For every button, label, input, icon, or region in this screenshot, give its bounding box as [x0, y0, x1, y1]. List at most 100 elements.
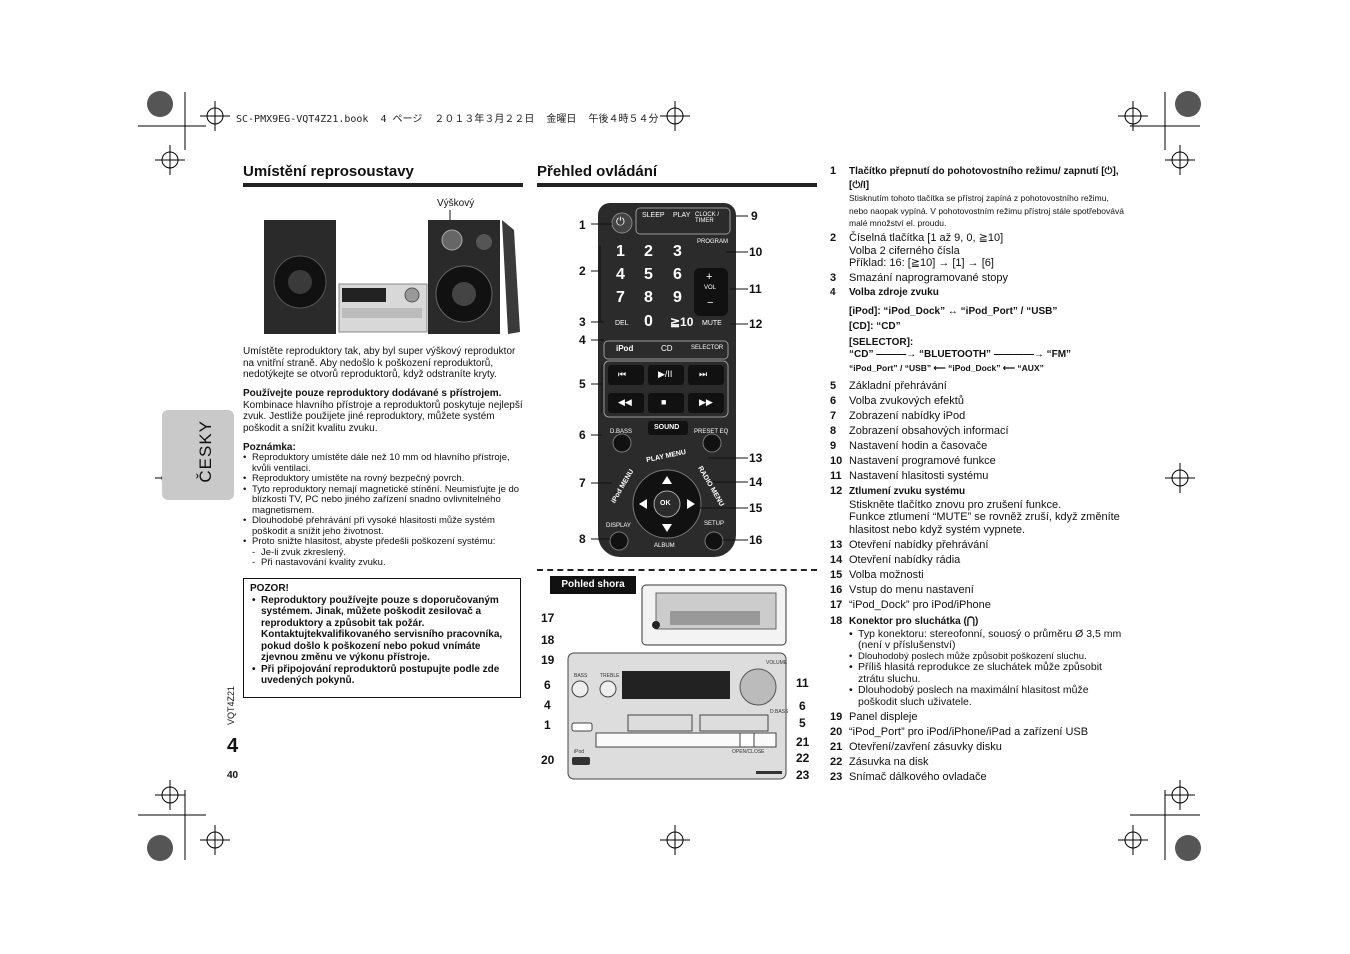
item-extra: Funkce ztlumení “MUTE” se rovněž zruší, … — [849, 511, 1120, 536]
digit-button[interactable]: 8 — [644, 289, 653, 306]
mute-button[interactable]: MUTE — [702, 320, 722, 327]
item-text: Nastavení hlasitosti systému — [849, 470, 989, 482]
program-button[interactable]: PROGRAM — [697, 239, 729, 245]
note-item: Dlouhodobé přehrávání při vysoké hlasito… — [243, 515, 523, 537]
open-close-button[interactable]: OPEN/CLOSE — [732, 749, 765, 755]
callout-unit-11: 11 — [796, 676, 809, 690]
stop-icon[interactable]: ■ — [661, 397, 667, 407]
skip-forward-icon[interactable]: ⏭ — [699, 369, 708, 379]
album-button[interactable]: ALBUM — [654, 543, 675, 549]
callout-16: 16 — [749, 533, 763, 547]
page-number: 4 — [227, 735, 239, 757]
note-item: Reproduktory umístěte na rovný bezpečný … — [243, 473, 523, 485]
del-button[interactable]: DEL — [615, 320, 629, 327]
digit-button-ten-plus[interactable]: ≧10 — [670, 315, 694, 329]
clock-timer-button[interactable]: CLOCK / TIMER — [695, 212, 720, 224]
callout-13: 13 — [749, 451, 763, 465]
item-text: Nastavení programové funkce — [849, 455, 996, 467]
digit-button[interactable]: 4 — [616, 266, 625, 283]
source-line-cd: [CD]: “CD” — [849, 321, 901, 332]
source-line-ipod: [iPod]: “iPod_Dock” ↔ “iPod_Port” / “USB… — [849, 305, 1058, 317]
callout-4: 4 — [579, 333, 586, 347]
dbass-button[interactable]: D.BASS — [610, 429, 633, 435]
power-icon[interactable]: ⏻ — [616, 216, 625, 228]
controls-list: 1 Tlačítko přepnutí do pohotovostního re… — [830, 165, 1130, 786]
item-bullet: Příliš hlasitá reprodukce ze sluchátek m… — [849, 661, 1130, 685]
ok-button[interactable]: OK — [660, 500, 671, 507]
item-text: Volba možnosti — [849, 568, 924, 581]
source-chain-back: “iPod_Port” / “USB” ⟵ “iPod_Dock” ⟵ “AUX… — [849, 362, 1044, 373]
item-bullet: Typ konektoru: stereofonní, souosý o prů… — [849, 628, 1130, 652]
digit-button[interactable]: 6 — [673, 266, 682, 283]
callout-12: 12 — [749, 317, 763, 331]
play-button[interactable]: PLAY — [673, 212, 691, 219]
warning-item: Při připojování reproduktorů postupujte … — [252, 664, 514, 687]
page-footer-number: 40 — [227, 770, 239, 781]
warning-text: Reproduktory používejte pouze s doporučo… — [261, 594, 499, 629]
preset-eq-button[interactable]: PRESET EQ — [694, 429, 729, 435]
callout-unit-6: 6 — [544, 678, 551, 692]
callout-11: 11 — [749, 282, 762, 296]
bass-knob[interactable]: BASS — [574, 673, 588, 679]
digit-button[interactable]: 2 — [644, 243, 653, 260]
remote-details — [603, 207, 731, 551]
callout-20: 20 — [541, 753, 555, 767]
speakers-paragraph-2-text: Kombinace hlavního přístroje a reprodukt… — [243, 399, 523, 434]
list-item: 1 Tlačítko přepnutí do pohotovostního re… — [830, 165, 1130, 230]
ipod-button[interactable]: iPod — [616, 344, 634, 353]
digit-button[interactable]: 3 — [673, 243, 682, 260]
callout-17: 17 — [541, 611, 555, 625]
item-number: 22 — [830, 756, 843, 768]
sub-note-item: Při nastavování kvality zvuku. — [252, 557, 523, 569]
section-divider — [537, 569, 817, 571]
item-text: Smazání naprogramované stopy — [849, 272, 1008, 284]
item-text: Otevření/zavření zásuvky disku — [849, 741, 1002, 753]
item-extra: Stiskněte tlačítko znovu pro zrušení fun… — [849, 498, 1062, 511]
digit-button[interactable]: 9 — [673, 289, 682, 306]
item-text: Zobrazení nabídky iPod — [849, 410, 966, 422]
sound-button[interactable]: SOUND — [654, 424, 680, 431]
fast-forward-icon[interactable]: ▶▶ — [699, 397, 713, 407]
callout-21: 21 — [796, 735, 810, 749]
item-title: Tlačítko přepnutí do pohotovostního reži… — [849, 166, 1119, 191]
tweeter-label: Výškový — [437, 198, 475, 209]
item-number: 19 — [830, 711, 843, 723]
treble-knob[interactable]: TREBLE — [600, 673, 620, 679]
note-item: Tyto reproduktory nemají magnetické stín… — [243, 484, 523, 517]
play-pause-icon[interactable]: ▶/II — [658, 369, 673, 379]
note-title: Poznámka: — [243, 442, 296, 453]
item-number: 1 — [830, 165, 837, 177]
display-button[interactable]: DISPLAY — [606, 523, 631, 529]
note-item: Reproduktory umístěte dále než 10 mm od … — [243, 452, 523, 474]
sleep-button[interactable]: SLEEP — [642, 212, 665, 219]
list-item: 17“iPod_Dock” pro iPod/iPhone — [830, 599, 1130, 612]
vol-down-icon[interactable]: − — [707, 297, 714, 309]
dbass-unit-label: D.BASS — [770, 709, 789, 715]
vol-up-icon[interactable]: + — [706, 271, 713, 283]
selector-button[interactable]: SELECTOR — [691, 345, 724, 351]
item-number: 2 — [830, 232, 837, 244]
digit-button[interactable]: 0 — [644, 313, 653, 330]
cd-button[interactable]: CD — [661, 344, 673, 353]
speakers-rule — [243, 183, 523, 187]
digit-button[interactable]: 5 — [644, 266, 653, 283]
callout-8: 8 — [579, 532, 586, 546]
digit-button[interactable]: 7 — [616, 289, 625, 306]
item-number: 5 — [830, 380, 837, 392]
volume-knob[interactable]: VOLUME — [766, 660, 788, 666]
setup-button[interactable]: SETUP — [704, 521, 725, 527]
item-text: Otevření nabídky rádia — [849, 553, 961, 566]
vol-label: VOL — [704, 285, 717, 291]
item-extra: Příklad: 16: [≧10] → [1] → [6] — [849, 257, 994, 269]
notes-list: Reproduktory umístěte dále než 10 mm od … — [243, 452, 523, 569]
rewind-icon[interactable]: ◀◀ — [618, 397, 632, 407]
item-title: Konektor pro sluchátka (⋂) — [849, 616, 979, 627]
digit-button[interactable]: 1 — [616, 243, 625, 260]
callout-2: 2 — [579, 264, 586, 278]
callout-1: 1 — [579, 218, 586, 232]
skip-back-icon[interactable]: ⏮ — [618, 369, 627, 379]
